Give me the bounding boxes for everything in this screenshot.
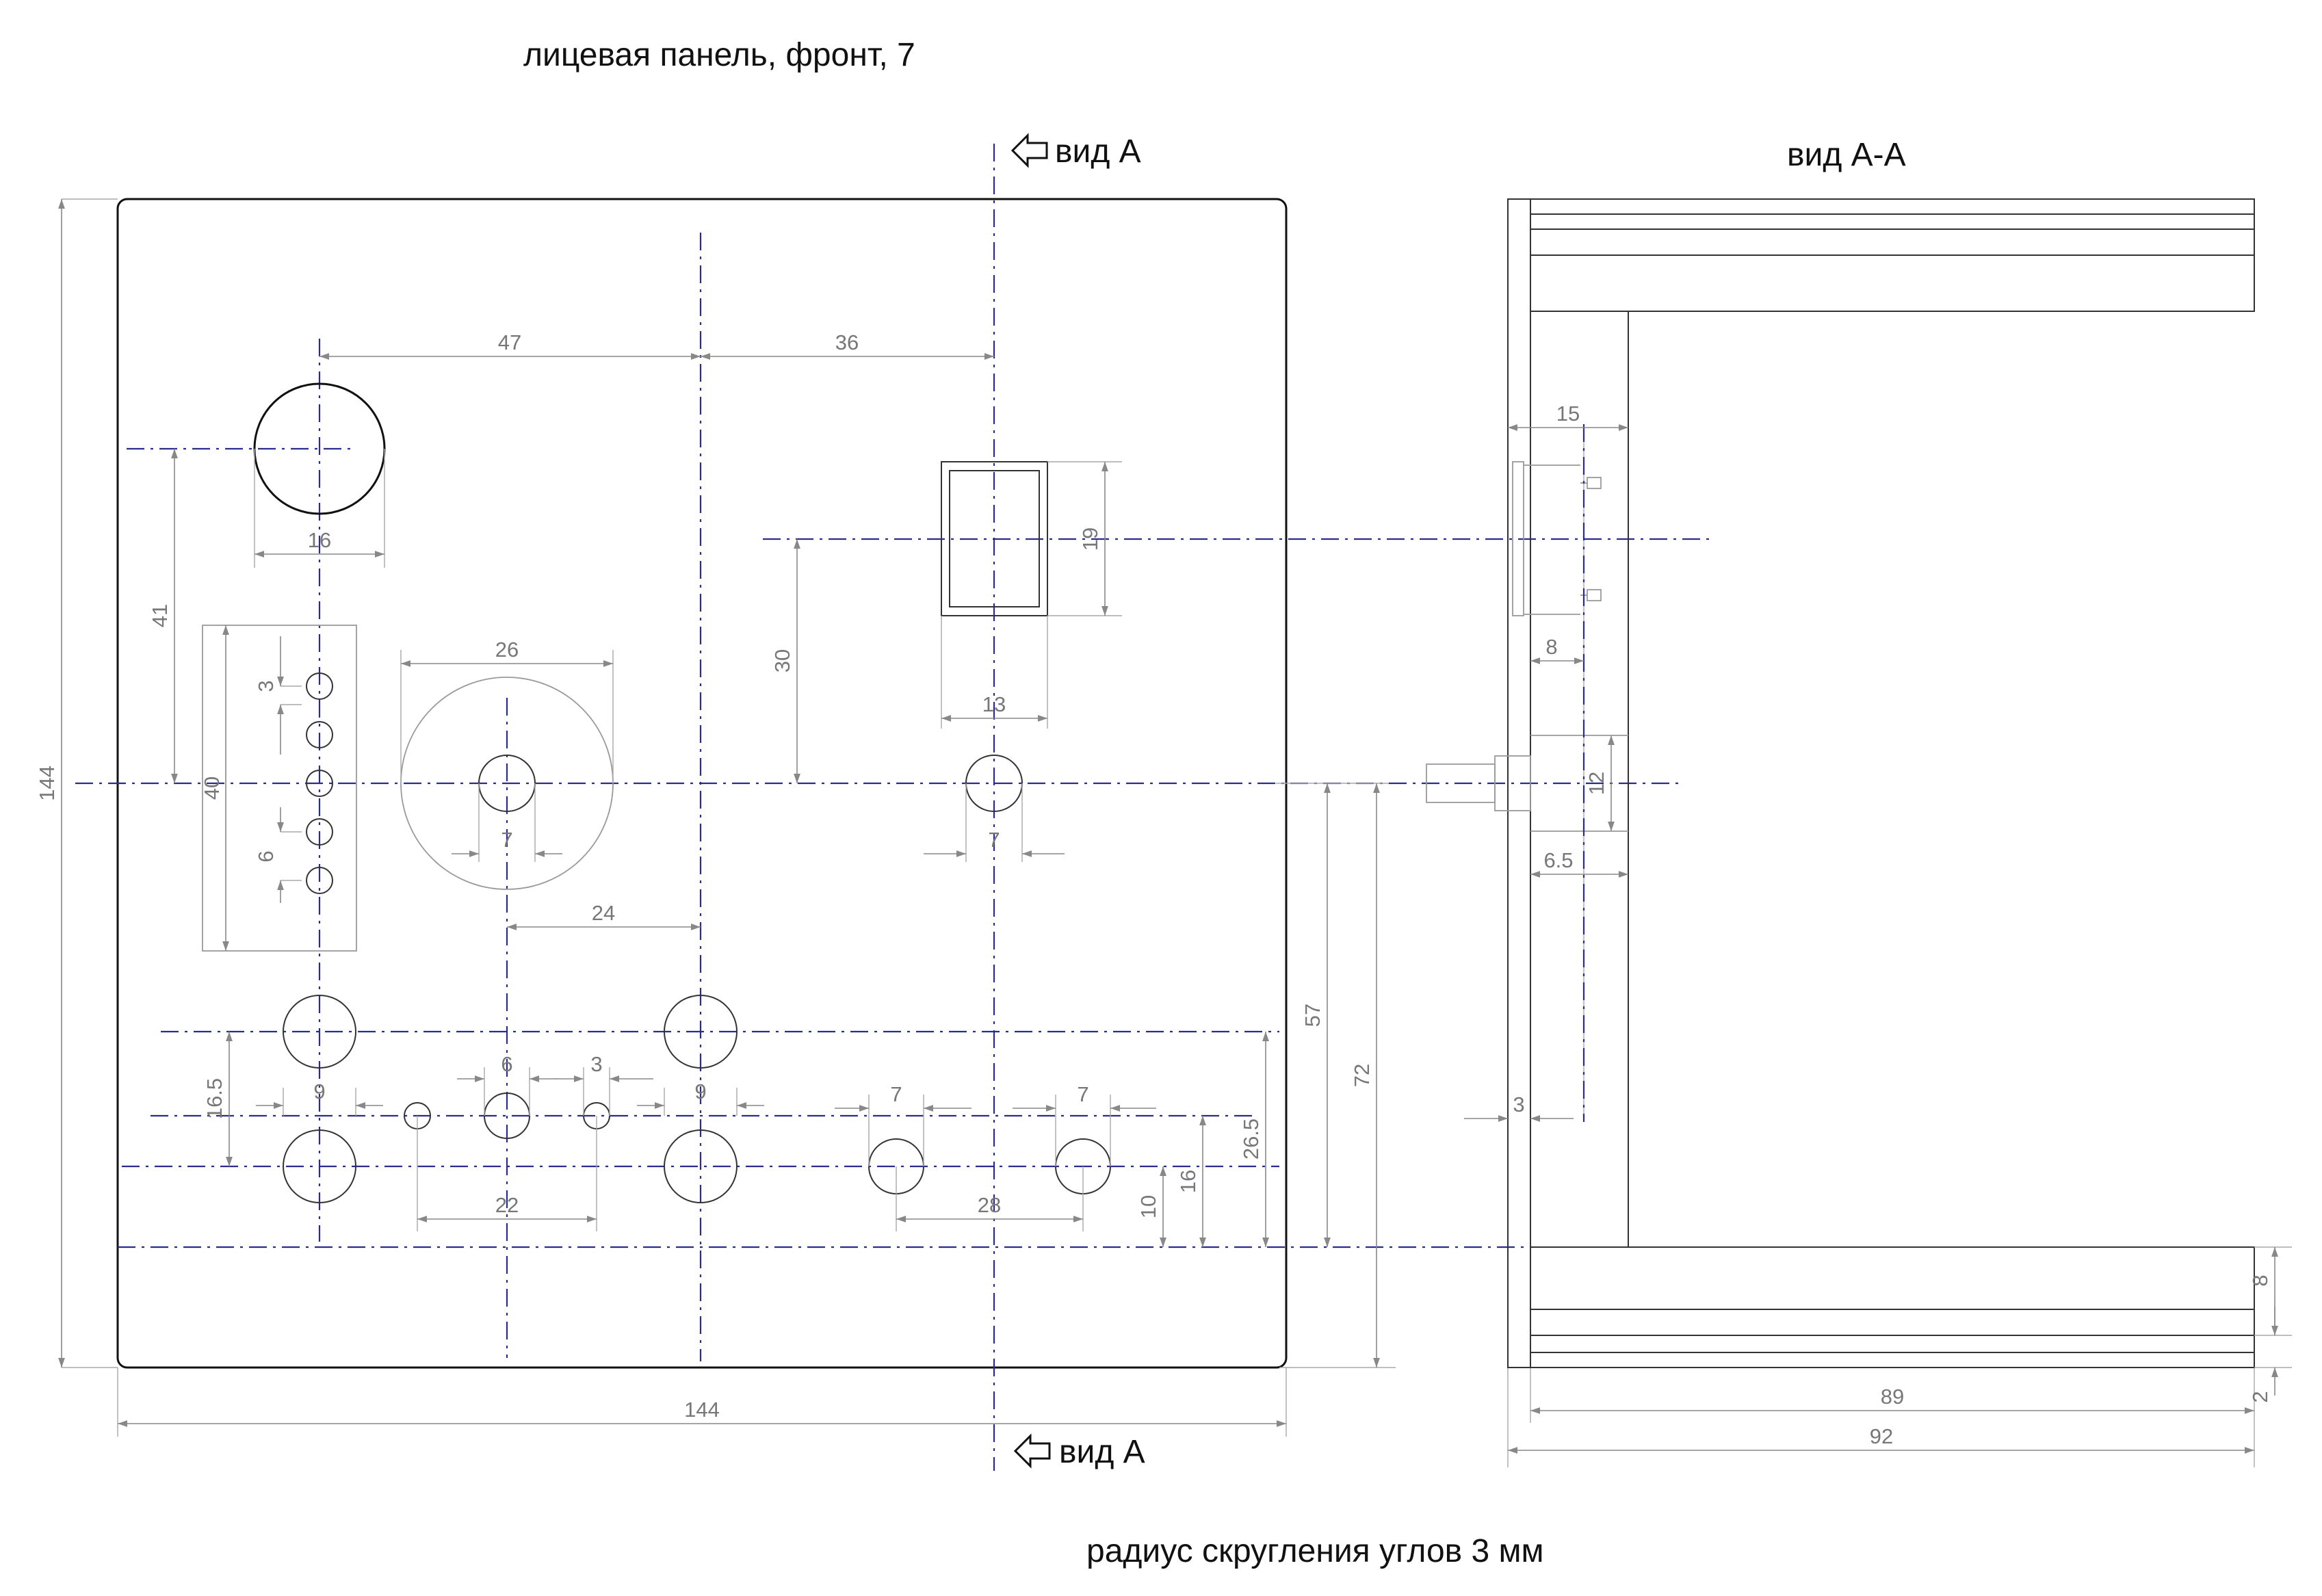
dim-40: 40 bbox=[200, 776, 224, 800]
view-a-marker-bottom: вид А bbox=[1013, 1433, 1145, 1470]
dim-13: 13 bbox=[982, 692, 1006, 716]
section-view: 15 8 12 6.5 3 89 92 8 2 bbox=[1426, 198, 2292, 1467]
led-hole-5 bbox=[306, 867, 333, 894]
dim-2-shelf: 2 bbox=[2248, 1391, 2272, 1402]
section-dimension-texts: 15 8 12 6.5 3 89 92 8 2 bbox=[1513, 402, 2272, 1448]
jack-hole-upper-right bbox=[664, 995, 738, 1069]
centerlines bbox=[75, 144, 1710, 1471]
dim-89: 89 bbox=[1881, 1385, 1904, 1409]
dim-9-left: 9 bbox=[313, 1080, 325, 1103]
dim-3-panel: 3 bbox=[1513, 1093, 1524, 1116]
dim-7-bottom-a: 7 bbox=[890, 1082, 902, 1106]
display-window-inner bbox=[949, 470, 1040, 607]
dim-6-pot: 6 bbox=[501, 1052, 512, 1076]
dim-6-led: 6 bbox=[254, 850, 278, 862]
display-window-outer bbox=[941, 461, 1048, 616]
section-title: вид А-А bbox=[1787, 137, 1906, 173]
led-hole-4 bbox=[306, 818, 333, 846]
dim-92: 92 bbox=[1870, 1424, 1893, 1448]
dim-16-right: 16 bbox=[1176, 1170, 1200, 1193]
view-a-label-top: вид А bbox=[1055, 133, 1141, 170]
dim-16-5: 16.5 bbox=[203, 1078, 226, 1119]
jack-hole-upper-left bbox=[283, 995, 356, 1069]
dim-7-knob: 7 bbox=[501, 828, 512, 852]
dim-28: 28 bbox=[978, 1193, 1001, 1217]
dimension-lines bbox=[58, 199, 1380, 1427]
dimension-texts: 47 36 16 41 19 30 13 26 40 3 6 7 7 24 14… bbox=[35, 330, 1374, 1422]
dim-57: 57 bbox=[1301, 1004, 1325, 1027]
dim-72: 72 bbox=[1350, 1064, 1374, 1087]
extension-lines bbox=[62, 198, 1396, 1437]
jack-hole-lower-left bbox=[283, 1129, 356, 1203]
led-hole-2 bbox=[306, 721, 333, 748]
dim-8-display: 8 bbox=[1545, 635, 1557, 659]
dim-16-top: 16 bbox=[308, 528, 331, 552]
section-display-module bbox=[1512, 461, 1602, 616]
view-a-marker-top: вид А bbox=[1010, 133, 1141, 170]
dim-26: 26 bbox=[495, 638, 519, 662]
dim-36: 36 bbox=[835, 330, 859, 354]
dim-144-vertical: 144 bbox=[35, 766, 59, 801]
corner-radius-note: радиус скругления углов 3 мм bbox=[1086, 1533, 1544, 1569]
dim-7-switch: 7 bbox=[988, 828, 1000, 852]
dim-30: 30 bbox=[770, 649, 794, 672]
dim-9-right: 9 bbox=[694, 1080, 706, 1103]
dim-144-horizontal: 144 bbox=[684, 1398, 720, 1422]
drawing-labels: лицевая панель, фронт, 7 вид А вид А вид… bbox=[523, 37, 1906, 1569]
front-panel-title: лицевая панель, фронт, 7 bbox=[523, 37, 915, 73]
dim-8-shelf: 8 bbox=[2248, 1274, 2272, 1286]
dim-3-small: 3 bbox=[590, 1052, 602, 1076]
dim-24: 24 bbox=[592, 901, 615, 925]
panel-holes bbox=[202, 382, 1111, 1203]
dim-15: 15 bbox=[1556, 402, 1580, 426]
hollow-left-arrow-icon bbox=[1010, 133, 1048, 168]
dim-41: 41 bbox=[148, 604, 172, 627]
dim-22: 22 bbox=[495, 1193, 519, 1217]
led-strip-zone bbox=[202, 625, 357, 952]
dim-10: 10 bbox=[1136, 1195, 1160, 1218]
led-hole-3 bbox=[306, 770, 333, 797]
section-bottom-shelf bbox=[1530, 1246, 2255, 1368]
dim-26-5: 26.5 bbox=[1239, 1118, 1263, 1160]
dim-3-led: 3 bbox=[254, 680, 278, 692]
dim-12: 12 bbox=[1584, 772, 1608, 795]
dim-47: 47 bbox=[498, 330, 521, 354]
led-hole-1 bbox=[306, 672, 333, 700]
front-panel-view: 47 36 16 41 19 30 13 26 40 3 6 7 7 24 14… bbox=[35, 144, 1710, 1471]
dim-7-bottom-b: 7 bbox=[1077, 1082, 1088, 1106]
section-dimension-lines bbox=[1464, 424, 2292, 1467]
jack-hole-lower-right bbox=[664, 1129, 738, 1203]
section-pcb-board bbox=[1530, 311, 1629, 1248]
view-a-label-bottom: вид А bbox=[1059, 1434, 1145, 1470]
hollow-left-arrow-icon bbox=[1013, 1433, 1051, 1469]
dim-19: 19 bbox=[1078, 527, 1102, 551]
dim-6-5: 6.5 bbox=[1543, 848, 1573, 872]
